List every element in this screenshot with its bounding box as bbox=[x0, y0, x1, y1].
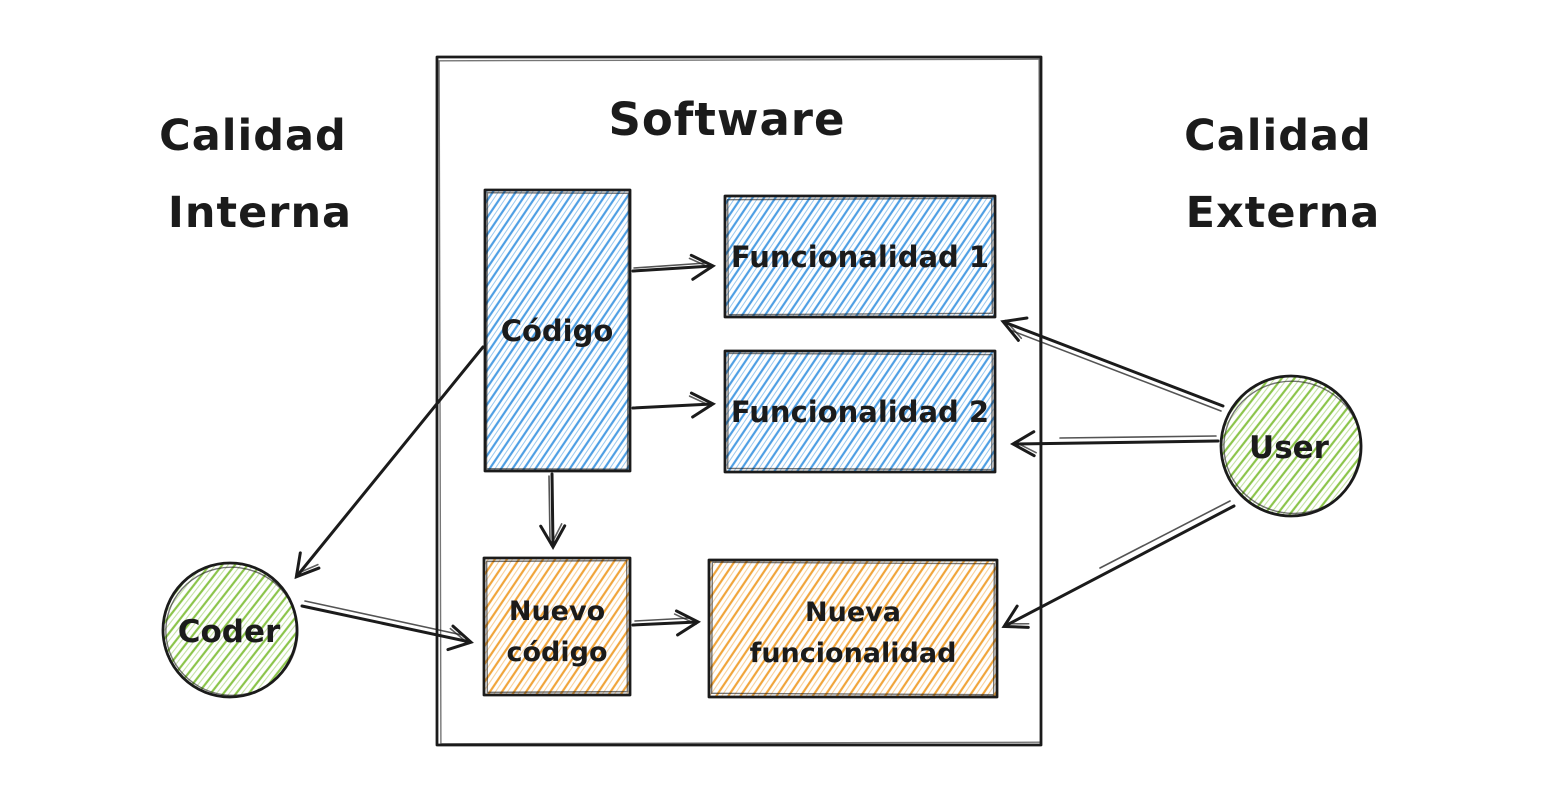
arrow-codigo-to-funcionalidad2[interactable] bbox=[631, 391, 717, 419]
external-quality-line2: Externa bbox=[1186, 188, 1381, 238]
node-nueva-funcionalidad-label-line2: funcionalidad bbox=[750, 638, 957, 669]
node-funcionalidad2-label: Funcionalidad 2 bbox=[731, 395, 989, 429]
node-nuevo-codigo[interactable]: Nuevo código bbox=[482, 556, 632, 697]
arrow-user-to-nueva-funcionalidad[interactable] bbox=[1001, 500, 1236, 629]
arrow-nuevo-codigo-to-nueva-funcionalidad[interactable] bbox=[631, 609, 702, 637]
internal-quality-line1: Calidad bbox=[159, 111, 347, 161]
node-codigo[interactable]: Código bbox=[483, 188, 632, 473]
external-quality-label: Calidad Externa bbox=[1184, 111, 1381, 238]
arrow-coder-to-nuevo-codigo[interactable] bbox=[300, 600, 474, 652]
node-funcionalidad2[interactable]: Funcionalidad 2 bbox=[723, 349, 997, 474]
arrow-codigo-to-nuevo-codigo[interactable] bbox=[539, 472, 567, 551]
arrow-codigo-to-funcionalidad1[interactable] bbox=[631, 253, 717, 281]
node-coder[interactable]: Coder bbox=[158, 559, 307, 704]
internal-quality-line2: Interna bbox=[168, 188, 352, 238]
arrow-user-to-funcionalidad1[interactable] bbox=[1000, 316, 1225, 412]
node-codigo-label: Código bbox=[501, 314, 614, 348]
external-quality-line1: Calidad bbox=[1184, 111, 1372, 161]
arrow-codigo-to-coder[interactable] bbox=[294, 345, 485, 580]
node-funcionalidad1[interactable]: Funcionalidad 1 bbox=[723, 194, 997, 319]
node-funcionalidad1-label: Funcionalidad 1 bbox=[731, 240, 989, 274]
node-nuevo-codigo-label-line1: Nuevo bbox=[509, 596, 605, 627]
node-nueva-funcionalidad[interactable]: Nueva funcionalidad bbox=[707, 558, 999, 699]
node-user-label: User bbox=[1249, 430, 1330, 466]
node-nueva-funcionalidad-label-line1: Nueva bbox=[805, 597, 901, 628]
arrow-user-to-funcionalidad2[interactable] bbox=[1009, 430, 1220, 458]
software-title: Software bbox=[608, 93, 845, 146]
node-user[interactable]: User bbox=[1213, 370, 1372, 524]
node-nuevo-codigo-label-line2: código bbox=[506, 637, 607, 668]
edges bbox=[294, 253, 1236, 652]
internal-quality-label: Calidad Interna bbox=[159, 111, 352, 238]
node-coder-label: Coder bbox=[178, 614, 281, 650]
